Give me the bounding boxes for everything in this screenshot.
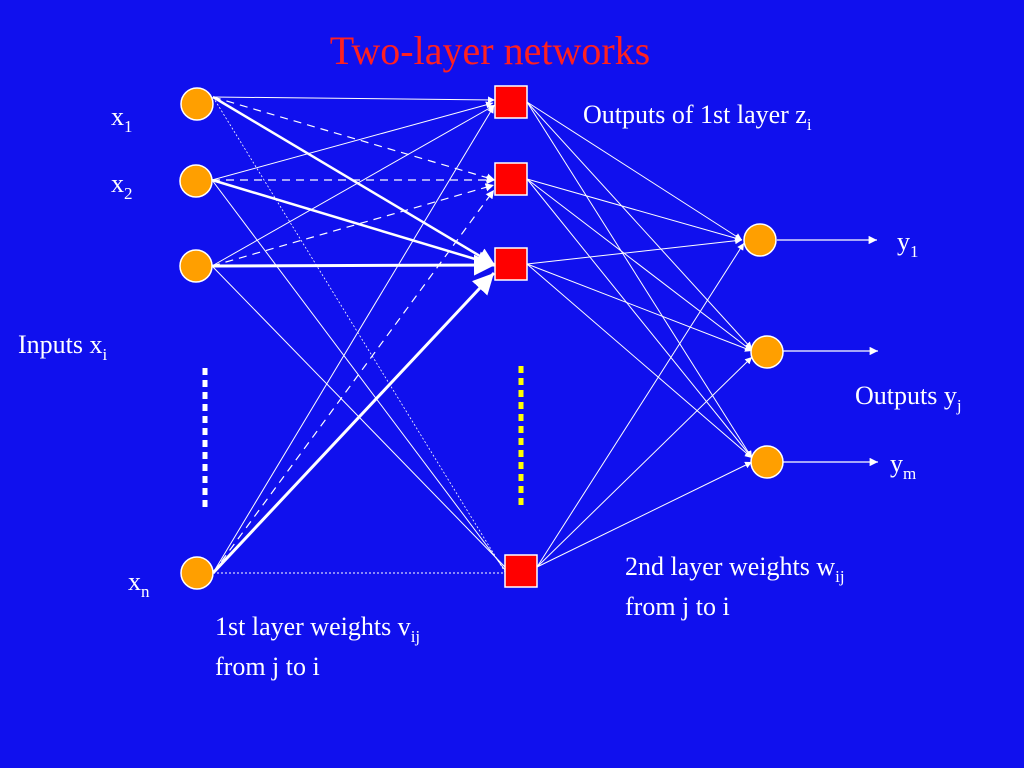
edge-xn-h1 [212,105,495,574]
edge-h3-ym [526,263,753,459]
label-x2: x2 [111,169,133,203]
edge-x2-h3 [211,178,496,269]
edge-xn-h3 [211,271,496,575]
diagram-title: Two-layer networks [330,28,650,73]
edge-xn-h2 [212,189,495,574]
edge-h2-ym [526,178,753,459]
edge-h2-y1 [526,178,743,242]
edge-h1-y1 [526,101,743,241]
hidden-nodes [494,85,538,588]
output-node-ym [750,445,784,479]
label-outputs-first-layer: Outputs of 1st layer zi [583,100,812,134]
edge-h2-y2 [526,178,753,352]
label-inputs: Inputs xi [18,330,108,364]
edge-h1-y2 [526,101,753,350]
input-node-xn [180,556,214,590]
output-node-y1 [743,223,777,257]
label-first-layer-weights: 1st layer weights vij [215,612,420,646]
label-ym: ym [890,449,916,483]
edge-x1-hn [212,96,506,573]
edge-x1-h3 [212,95,496,267]
label-outputs: Outputs yj [855,381,962,415]
edge-x3-h3 [211,254,496,276]
edge-h3-y1 [526,237,743,265]
label-xn: xn [128,567,150,601]
label-y1: y1 [897,227,919,261]
edge-h3-y2 [526,263,753,352]
edge-x1-h2 [212,96,496,182]
label-second-layer-direction: from j to i [625,592,730,621]
input-node-x2 [179,164,213,198]
output-nodes [743,223,784,479]
connection-edges [211,95,878,575]
hidden-node-n [504,554,538,588]
edge-x3-h2 [211,183,495,267]
input-nodes [179,87,214,590]
label-second-layer-weights: 2nd layer weights wij [625,552,845,586]
edge-h1-ym [526,101,753,459]
input-node-x1 [180,87,214,121]
hidden-node-3 [494,247,528,281]
hidden-node-2 [494,162,528,196]
edge-hn-y2 [536,356,753,568]
output-node-y2 [750,335,784,369]
hidden-node-1 [494,85,528,119]
edge-hn-ym [536,461,753,568]
input-node-x3 [179,249,213,283]
edge-x1-h1 [212,96,496,104]
edge-x3-h1 [211,104,496,267]
label-first-layer-direction: from j to i [215,652,320,681]
edge-x2-h1 [211,101,494,181]
label-x1: x1 [111,102,133,136]
edge-hn-y1 [536,242,745,568]
